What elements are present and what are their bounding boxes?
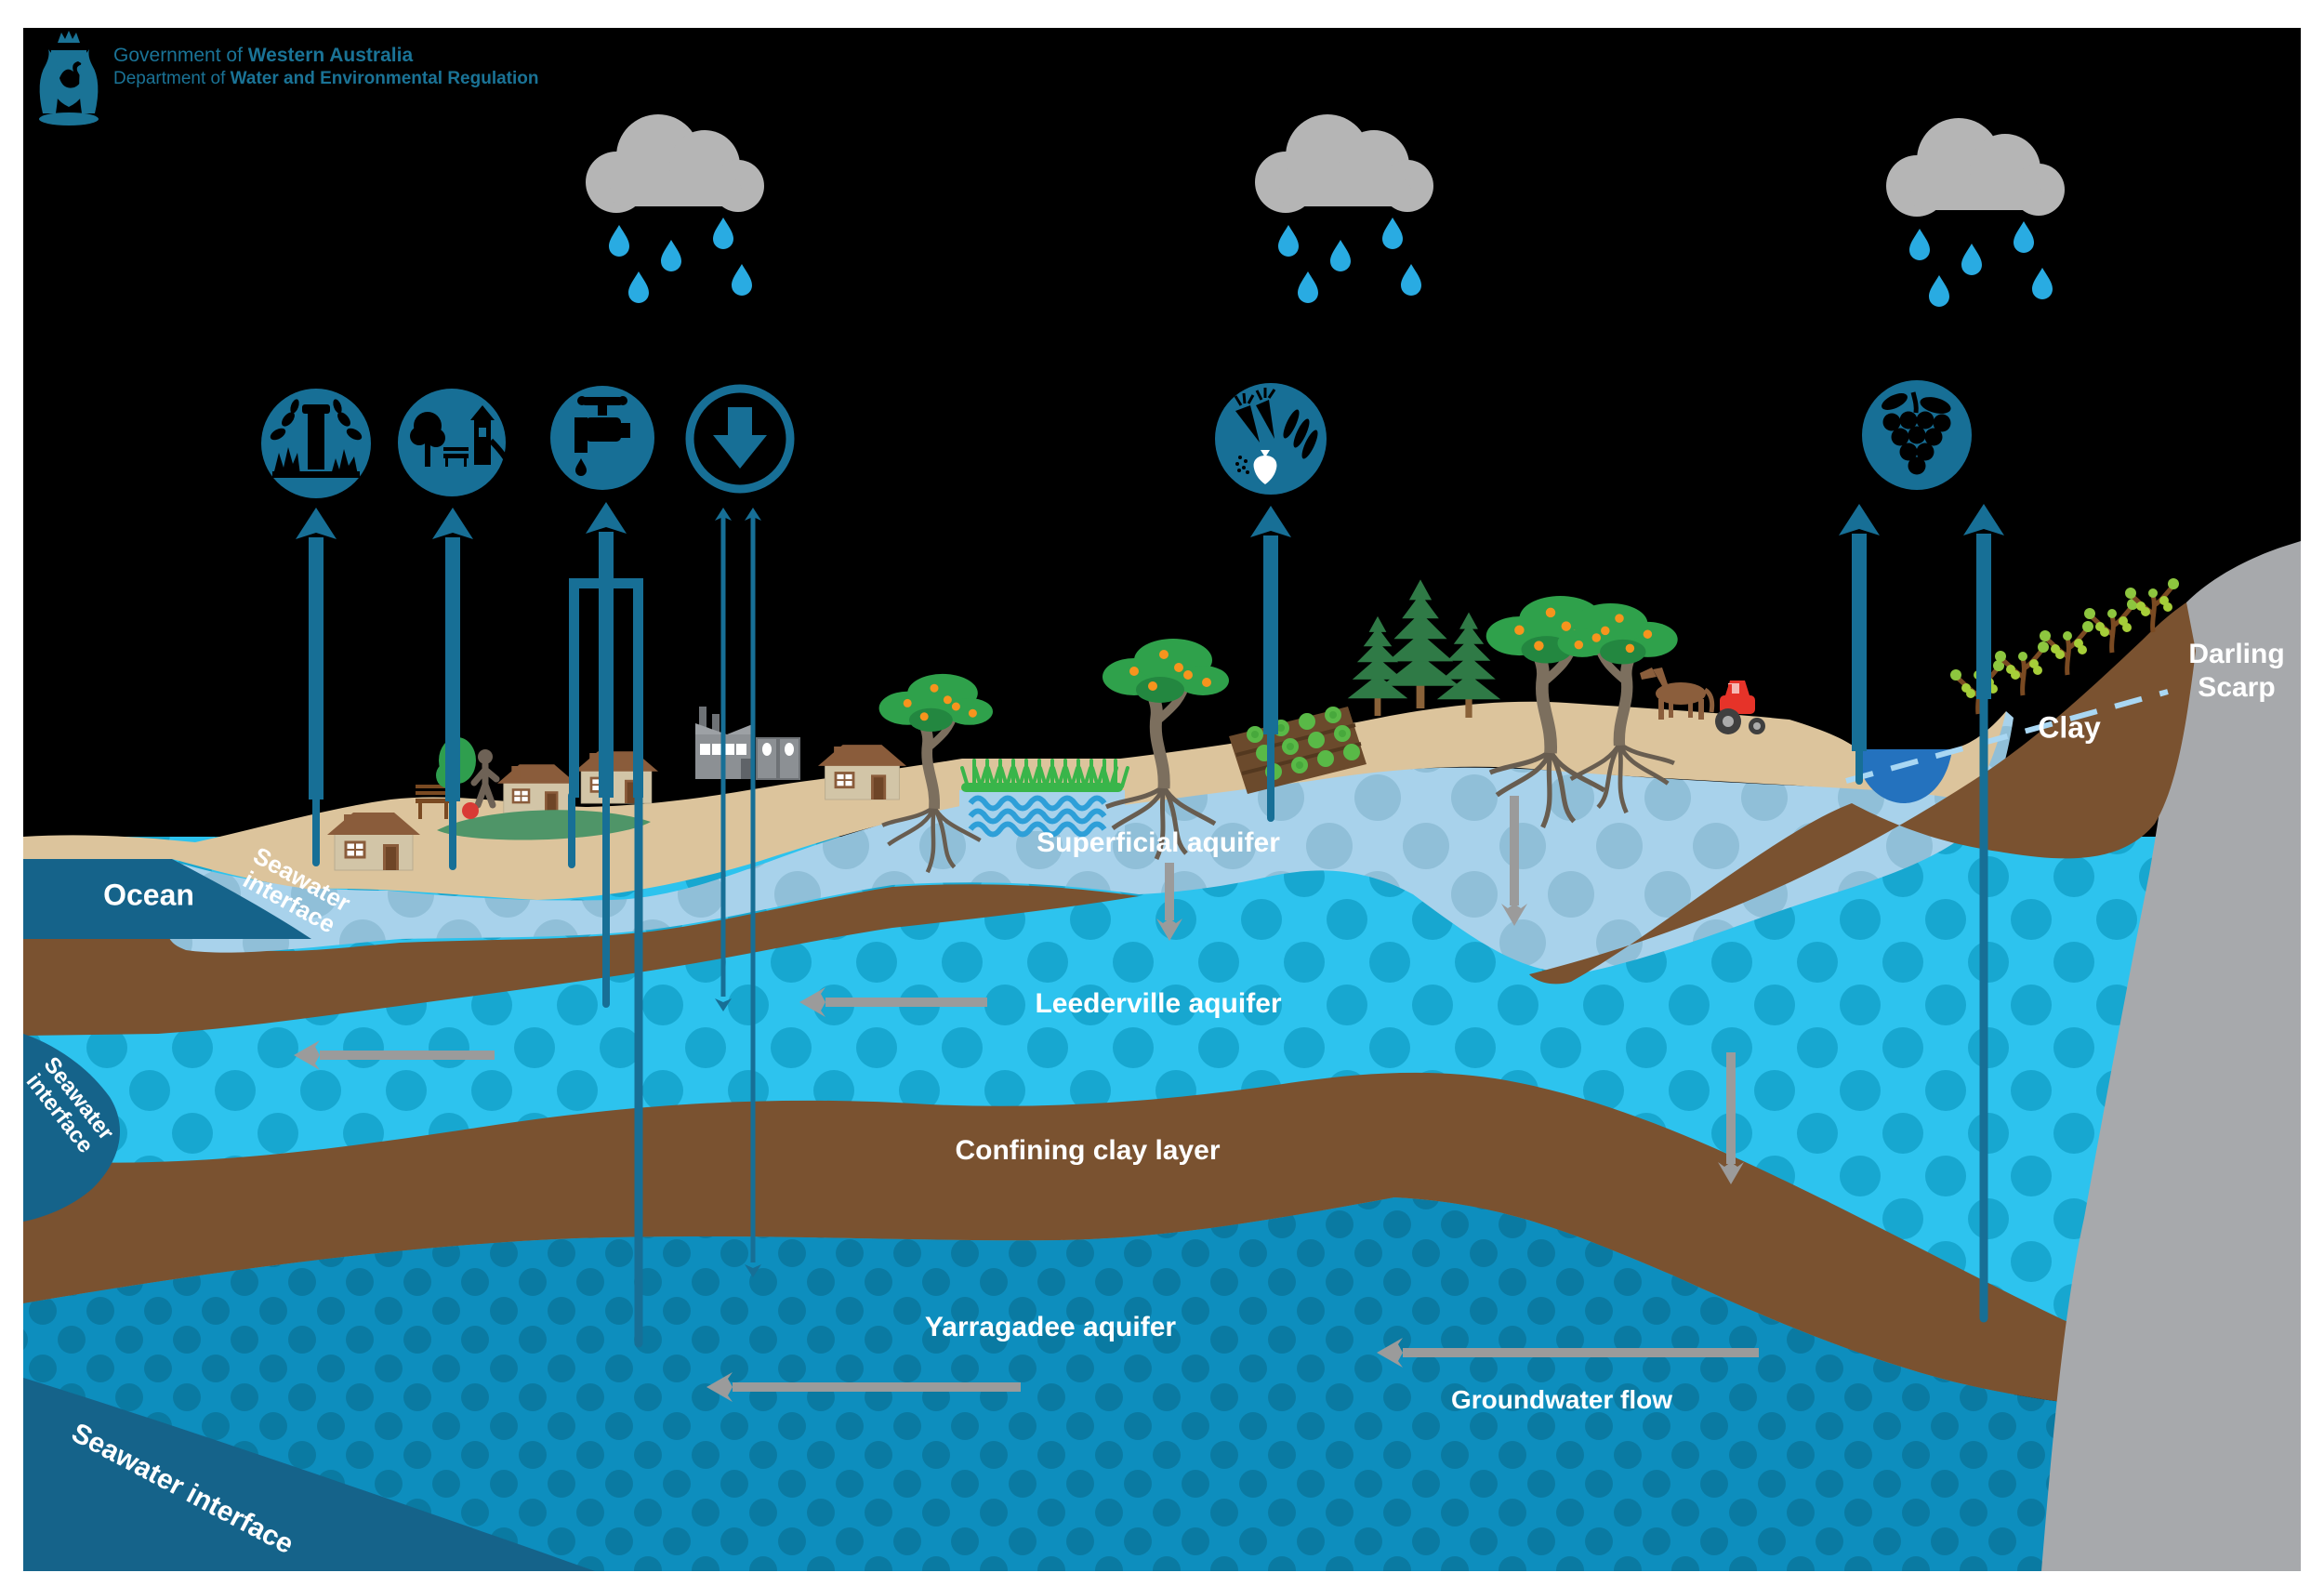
- logo-gov-prefix: Government of: [113, 45, 248, 66]
- water-use-icons: [261, 380, 1972, 498]
- groundwater-flow-arrows: [294, 796, 1759, 1402]
- ocean-and-seawater-interfaces: [23, 859, 595, 1571]
- groundwater-flow-label: Groundwater flow: [1451, 1384, 1672, 1414]
- public-open-space-park-icon: [398, 389, 512, 496]
- water-supply-arrows: [296, 502, 2004, 801]
- logo-department-line: Department of Water and Environmental Re…: [113, 69, 539, 89]
- scarp-word: Scarp: [2198, 672, 2276, 703]
- seawater-wedge-yarragadee: [23, 1378, 595, 1571]
- viticulture-grapes-icon: [1862, 380, 1972, 490]
- tractor: [1715, 681, 1765, 734]
- logo-dept-prefix: Department of: [113, 69, 231, 88]
- clay-hill: [1529, 602, 2196, 985]
- logo-government-line: Government of Western Australia: [113, 45, 413, 67]
- darling-scarp: [2041, 541, 2301, 1571]
- horticulture-vegetables-icon: [1215, 383, 1327, 495]
- clay-label: Clay: [2038, 710, 2101, 745]
- aquifer-layers: [23, 711, 2301, 1571]
- person-playing: [462, 749, 500, 819]
- logo-gov-bold: Western Australia: [247, 45, 414, 66]
- confining-clay-layer-label: Confining clay layer: [955, 1134, 1221, 1166]
- ocean-water: [23, 859, 311, 939]
- water-table-dashed-line: [1845, 689, 2169, 784]
- seawater-wedge-leederville: [23, 1034, 121, 1222]
- leederville-aquifer-label: Leederville aquifer: [1035, 987, 1282, 1019]
- wetland: [959, 759, 1129, 838]
- park-grass: [437, 810, 651, 840]
- darling-scarp-label: Darling Scarp: [2188, 638, 2284, 705]
- red-ball: [462, 802, 479, 819]
- yarragadee-aquifer-label: Yarragadee aquifer: [924, 1311, 1177, 1342]
- garden-bore-sprinkler-icon: [261, 389, 371, 498]
- horse: [1640, 667, 1715, 720]
- upper-clay-aquitard: [23, 884, 1139, 1036]
- managed-aquifer-recharge-icon: [685, 384, 795, 494]
- managed-recharge-lines: [715, 508, 761, 1277]
- logo-dept-bold: Water and Environmental Regulation: [230, 69, 539, 88]
- strawberry: [1253, 450, 1277, 484]
- yarragadee-aquifer-layer: [23, 1197, 2301, 1571]
- farm-dam-pond: [1855, 749, 1952, 803]
- scheme-supply-pipework: [569, 578, 643, 798]
- wa-coat-of-arms: [39, 31, 99, 126]
- superficial-aquifer-label: Superficial aquifer: [1037, 826, 1280, 858]
- confining-clay-layer: [23, 1072, 2138, 1408]
- abstraction-and-recharge-bores: [296, 502, 2004, 1348]
- darling-word: Darling: [2188, 639, 2285, 669]
- park-bench: [416, 785, 451, 819]
- drinking-water-tap-icon: [550, 386, 654, 490]
- ocean-label: Ocean: [103, 878, 194, 912]
